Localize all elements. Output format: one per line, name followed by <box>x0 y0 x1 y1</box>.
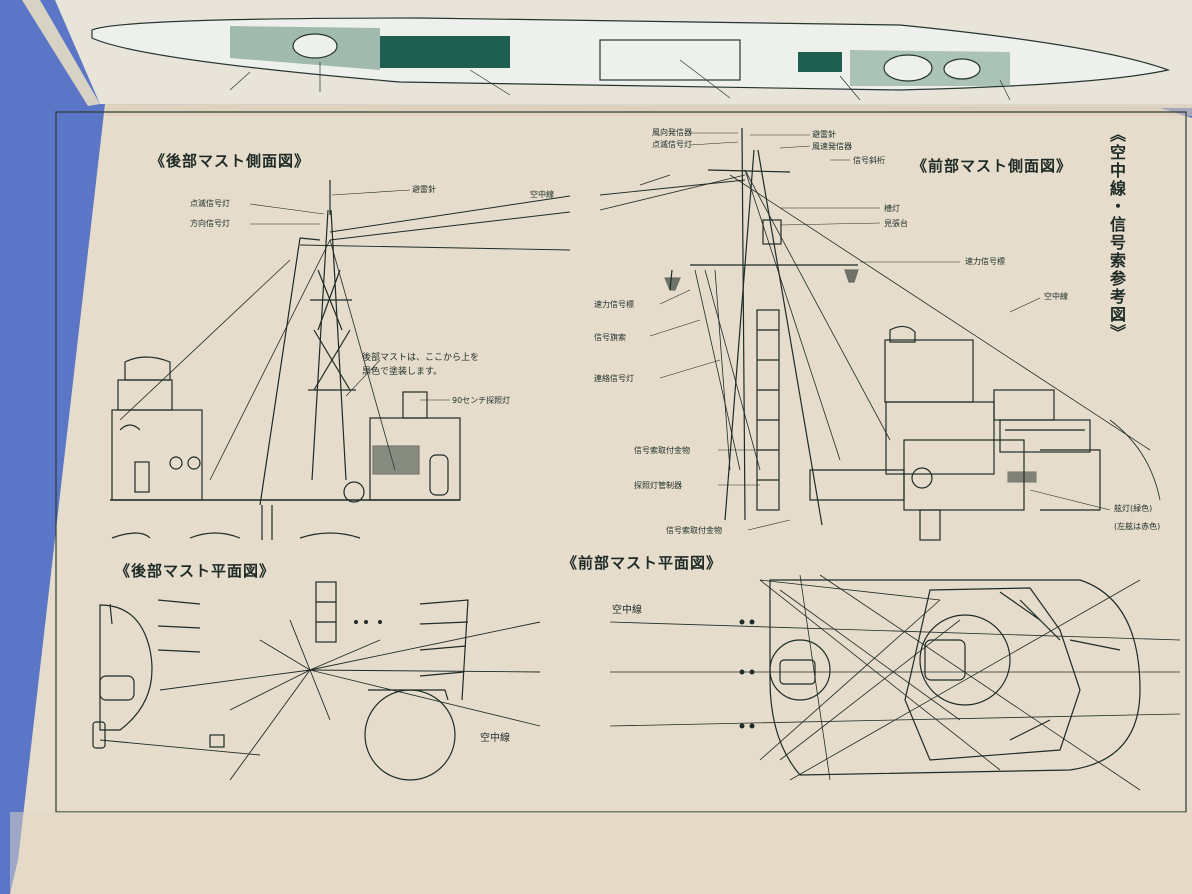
label-lightning-rod-fore: 避雷針 <box>812 130 836 139</box>
label-side-light-note: (左舷は赤色) <box>1114 522 1161 531</box>
label-speed-marker-left: 速力信号標 <box>594 300 634 309</box>
label-searchlight-control: 探照灯管制器 <box>634 481 682 490</box>
label-masthead-light: 檣灯 <box>884 204 900 213</box>
label-signal-halyard: 信号旗索 <box>594 333 626 342</box>
label-speed-marker-right: 速力信号標 <box>965 257 1005 266</box>
label-side-light: 舷灯(緑色) <box>1114 504 1153 513</box>
label-antenna-aft-plan: 空中線 <box>480 733 510 744</box>
sheet-vertical-title: 《空中線・信号索参考図》 <box>1107 126 1126 342</box>
label-blinker-light-fore: 点滅信号灯 <box>652 140 692 149</box>
aft-mast-side-title: 《後部マスト側面図》 <box>150 152 311 170</box>
label-lookout: 見張台 <box>884 219 908 228</box>
label-wind-direction: 風向発信器 <box>652 128 692 137</box>
label-antenna-fore-side: 空中線 <box>1044 292 1068 301</box>
label-lightning-rod-aft: 避雷針 <box>412 185 436 194</box>
label-signal-yard: 信号斜桁 <box>853 156 885 165</box>
label-comm-light: 連絡信号灯 <box>594 374 634 383</box>
label-wind-speed: 風速発信器 <box>812 142 852 151</box>
aft-mast-plan-title: 《後部マスト平面図》 <box>115 562 276 580</box>
label-searchlight-aft: 90センチ探照灯 <box>452 396 511 405</box>
fore-mast-plan-title: 《前部マスト平面図》 <box>562 554 723 572</box>
label-halyard-fitting: 信号索取付金物 <box>634 446 690 455</box>
aft-mast-paint-note-line2: 黒色で塗装します。 <box>362 367 443 377</box>
label-halyard-fitting-2: 信号索取付金物 <box>666 526 722 535</box>
aft-mast-paint-note-line1: 後部マストは、ここから上を <box>362 353 480 363</box>
label-direction-light-aft: 方向信号灯 <box>190 219 230 228</box>
label-antenna-fore-plan: 空中線 <box>612 605 642 616</box>
fore-mast-side-title: 《前部マスト側面図》 <box>912 157 1073 175</box>
label-antenna-aft-side: 空中線 <box>530 190 554 199</box>
label-blinker-light-aft: 点滅信号灯 <box>190 199 230 208</box>
